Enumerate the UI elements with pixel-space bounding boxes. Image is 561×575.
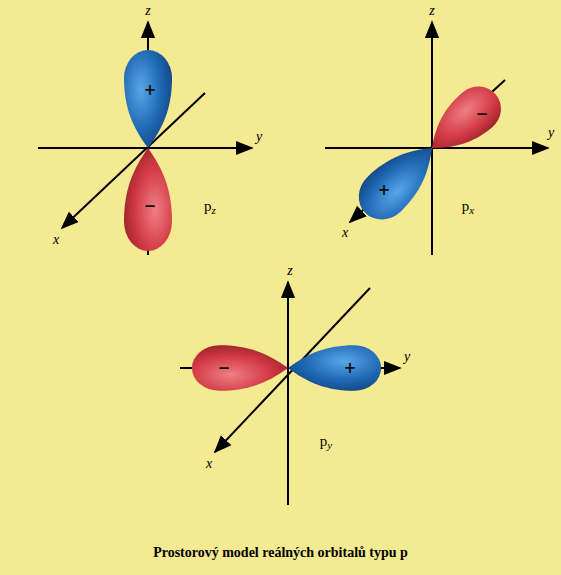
axis-label: y [256, 130, 262, 144]
axis-label: y [548, 126, 554, 140]
orbital-lobes [124, 50, 510, 391]
orbital-name: pz [204, 199, 216, 216]
phase-sign: + [344, 361, 357, 376]
axis-label: y [404, 350, 410, 364]
axis-label: x [53, 233, 59, 247]
axis-label: z [145, 4, 150, 18]
phase-sign: − [218, 361, 231, 376]
axis-label: z [429, 4, 434, 18]
phase-sign: − [476, 107, 489, 122]
axes [38, 22, 548, 505]
phase-sign: − [144, 199, 157, 214]
axis-label: x [206, 457, 212, 471]
axis-label: z [287, 264, 292, 278]
orbital-name: px [462, 199, 474, 216]
orbital-name: py [320, 434, 332, 451]
figure-caption: Prostorový model reálných orbitalů typu … [0, 545, 561, 561]
phase-sign: + [378, 183, 391, 198]
phase-sign: + [144, 83, 157, 98]
axis-label: x [342, 226, 348, 240]
